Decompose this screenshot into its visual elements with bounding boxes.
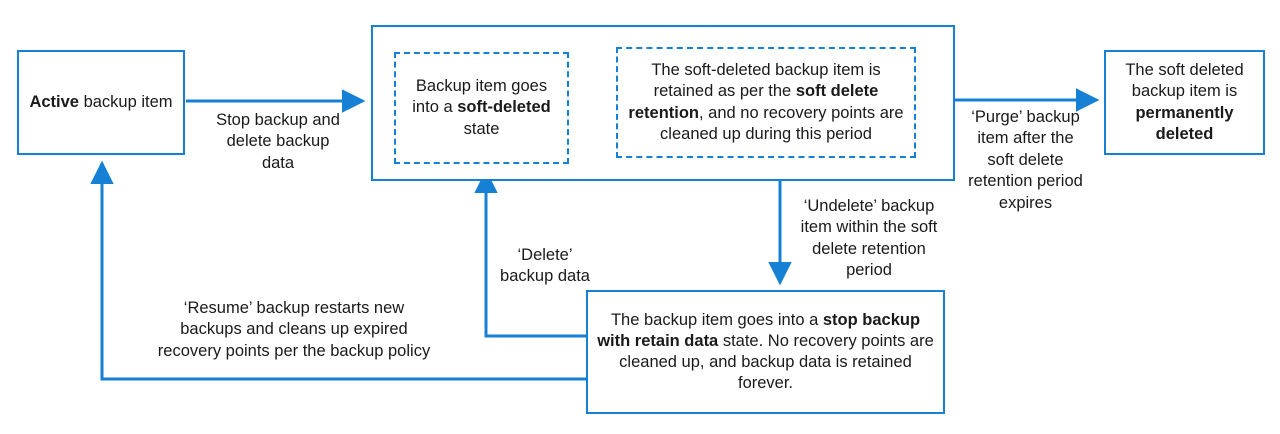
node-soft-deleted-text-b: state [463,119,500,138]
node-stop-backup-text-b: state. No recovery points are cleaned up… [619,331,934,393]
node-retention-text-a: The soft-deleted backup item is retained… [651,61,881,101]
edge-label-delete: ‘Delete’ backup data [500,246,590,286]
node-soft-deleted-bold-text: soft-deleted [457,98,551,117]
node-soft-deleted-text-a: Backup item goes into a [412,77,548,117]
node-retention-text-b: , and no recovery points are cleaned up … [660,103,904,143]
edge-label-stop-backup-delete: Stop backup and delete backup data [216,111,340,172]
node-stop-backup-text-a: The backup item goes into a [610,310,823,329]
edge-label-undelete: ‘Undelete’ backup item within the soft d… [800,197,938,280]
node-retention-bold-text: soft delete retention [628,82,879,122]
edge-label-resume: ‘Resume’ backup restarts new backups and… [157,299,431,360]
node-stop-backup-retain-data[interactable]: The backup item goes into a stop backup … [586,290,945,414]
node-active-bold-text: Active [29,92,79,111]
node-soft-delete-retention[interactable]: The soft-deleted backup item is retained… [616,47,916,158]
node-stop-backup-bold-text: stop backup with retain data [597,310,921,350]
node-permanently-deleted[interactable]: The soft deleted backup item is permanen… [1104,50,1265,155]
node-permanently-deleted-bold-text: permanently deleted [1135,103,1234,143]
node-soft-deleted-state[interactable]: Backup item goes into a soft-deleted sta… [394,52,569,164]
edge-label-purge: ‘Purge’ backup item after the soft delet… [968,108,1083,212]
node-active-backup-item[interactable]: Active backup item [17,50,185,155]
node-permanently-deleted-text-a: The soft deleted backup item is [1125,61,1244,101]
node-active-rest-text: backup item [78,92,173,111]
